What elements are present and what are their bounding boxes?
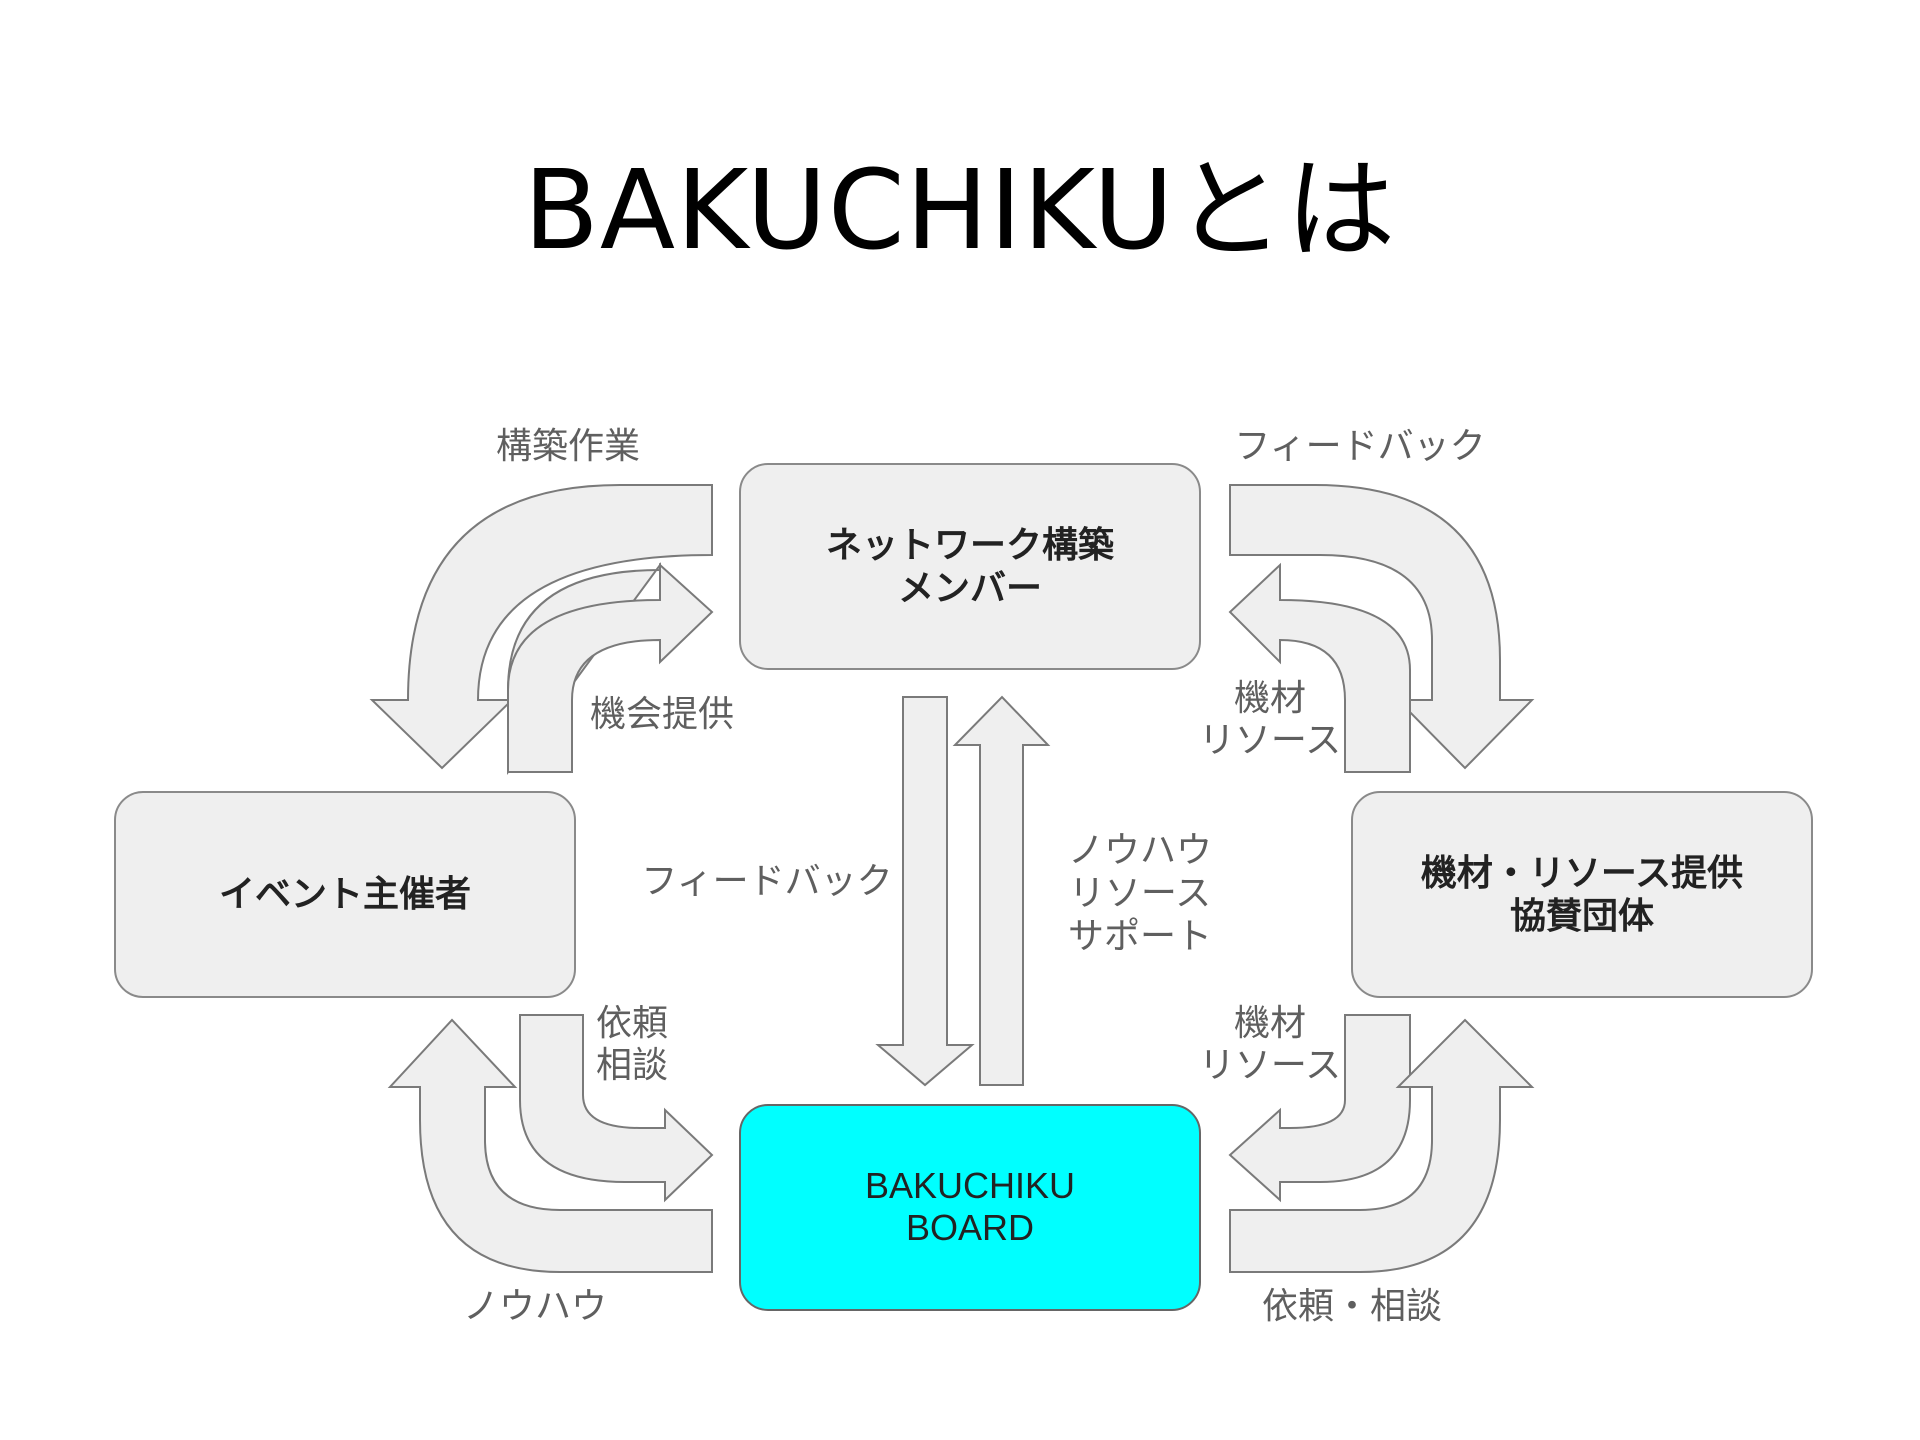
label-equipment-bottom-line1: 機材 [1234, 1003, 1306, 1044]
label-knowhow-bottom: ノウハウ [463, 1286, 607, 1327]
node-equipment-provider-line1: 機材・リソース提供 [1421, 853, 1743, 894]
node-event-organizer: イベント主催者 [114, 791, 576, 998]
label-request-consult-bottom: 依頼・相談 [1262, 1286, 1442, 1327]
label-equipment-top-line1: 機材 [1234, 678, 1306, 719]
label-opportunity: 機会提供 [590, 694, 734, 735]
label-knowhow-center-line1: ノウハウ [1068, 830, 1212, 871]
arrow-request-consult-bottom [1229, 1018, 1535, 1273]
node-bakuchiku-board: BAKUCHIKU BOARD [739, 1104, 1201, 1311]
label-construction-work: 構築作業 [496, 426, 640, 467]
node-network-member: ネットワーク構築 メンバー [739, 463, 1201, 670]
label-equipment-top-line2: リソース [1199, 720, 1341, 761]
arrow-opportunity-body [507, 562, 714, 773]
arrow-feedback-top-right [1229, 484, 1535, 770]
node-network-member-line2: メンバー [898, 568, 1042, 609]
arrow-request-consult-left [519, 1014, 714, 1203]
arrow-knowhow-bottom [387, 1018, 713, 1273]
arrow-knowhow-center [952, 695, 1051, 1086]
node-equipment-provider-line2: 協賛団体 [1510, 896, 1654, 937]
node-bakuchiku-board-line1: BAKUCHIKU [865, 1165, 1075, 1206]
arrow-feedback-center [875, 696, 975, 1087]
node-network-member-line1: ネットワーク構築 [826, 525, 1115, 566]
node-equipment-provider: 機材・リソース提供 協賛団体 [1351, 791, 1813, 998]
node-bakuchiku-board-line2: BOARD [906, 1207, 1034, 1248]
label-equipment-bottom-line2: リソース [1199, 1045, 1341, 1086]
label-request-consult-left-line1: 依頼 [596, 1003, 668, 1044]
label-request-consult-left-line2: 相談 [596, 1045, 668, 1086]
arrow-equipment-resource-bottom [1228, 1014, 1411, 1203]
node-event-organizer-label: イベント主催者 [219, 874, 471, 915]
page-title: BAKUCHIKUとは [523, 146, 1397, 274]
label-feedback-top-right: フィードバック [1234, 426, 1485, 467]
arrow-equipment-resource-top [1228, 562, 1411, 773]
label-feedback-center: フィードバック [641, 861, 892, 902]
label-knowhow-center-line3: サポート [1068, 916, 1212, 957]
arrow-construction-work [369, 484, 713, 770]
label-knowhow-center-line2: リソース [1069, 873, 1211, 914]
